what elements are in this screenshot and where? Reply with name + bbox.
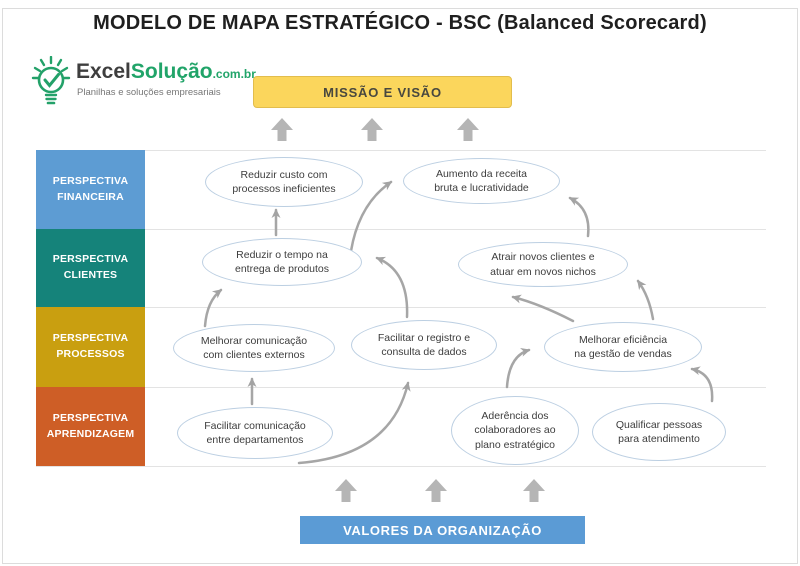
node-atrair-clientes: Atrair novos clientes e atuar em novos n…: [458, 242, 628, 287]
values-up-arrows: [335, 479, 545, 502]
brand-name-suffix: .com.br: [212, 67, 256, 81]
node-reduzir-tempo: Reduzir o tempo na entrega de produtos: [202, 238, 362, 286]
node-facilitar-registro: Facilitar o registro e consulta de dados: [351, 320, 497, 370]
lightbulb-icon: [31, 56, 71, 105]
node-reduzir-custo: Reduzir custo com processos ineficientes: [205, 157, 363, 207]
brand-tagline: Planilhas e soluções empresariais: [77, 87, 221, 98]
arrow-facilitar-registro-to-reduzir-tempo: [375, 256, 409, 319]
node-aumento-receita: Aumento da receita bruta e lucratividade: [403, 158, 560, 204]
arrow-qualificar-to-melhorar-eficiencia: [690, 366, 714, 403]
perspective-financeira-label: PERSPECTIVA FINANCEIRA: [36, 150, 145, 229]
brand-name-primary: Excel: [76, 60, 131, 83]
node-aderencia-colaboradores: Aderência dos colaboradores ao plano est…: [451, 396, 579, 465]
arrow-facilitar-comunicacao-to-facilitar-registro: [297, 381, 411, 465]
brand-logo: ExcelSolução.com.br Planilhas e soluções…: [30, 56, 256, 106]
perspective-aprendizagem-label: PERSPECTIVA APRENDIZAGEM: [36, 387, 145, 466]
arrow-melhorar-comunicacao-to-reduzir-tempo: [203, 288, 223, 328]
mission-up-arrows: [271, 118, 479, 141]
arrow-melhorar-eficiencia-to-atrair-right: [636, 279, 655, 321]
node-qualificar-pessoas: Qualificar pessoas para atendimento: [592, 403, 726, 461]
arrow-melhorar-eficiencia-to-atrair-left: [511, 294, 575, 323]
row-gridlines: [36, 150, 766, 467]
arrow-atrair-to-aumento-receita: [568, 196, 590, 238]
perspective-processos-label: PERSPECTIVA PROCESSOS: [36, 307, 145, 387]
arrow-reduzir-tempo-to-aumento-receita: [349, 180, 393, 253]
brand-name-secondary: Solução: [130, 60, 213, 83]
node-melhorar-comunicacao: Melhorar comunicação com clientes extern…: [173, 324, 335, 372]
brand-name: ExcelSolução.com.br: [76, 60, 256, 84]
node-melhorar-eficiencia: Melhorar eficiência na gestão de vendas: [544, 322, 702, 372]
mission-vision-banner: MISSÃO E VISÃO: [253, 76, 512, 108]
node-facilitar-comunicacao: Facilitar comunicação entre departamento…: [177, 407, 333, 459]
page-title: MODELO DE MAPA ESTRATÉGICO - BSC (Balanc…: [93, 12, 707, 34]
perspective-clientes-label: PERSPECTIVA CLIENTES: [36, 229, 145, 307]
values-banner: VALORES DA ORGANIZAÇÃO: [300, 516, 585, 544]
arrow-aderencia-to-melhorar-eficiencia: [505, 347, 531, 389]
